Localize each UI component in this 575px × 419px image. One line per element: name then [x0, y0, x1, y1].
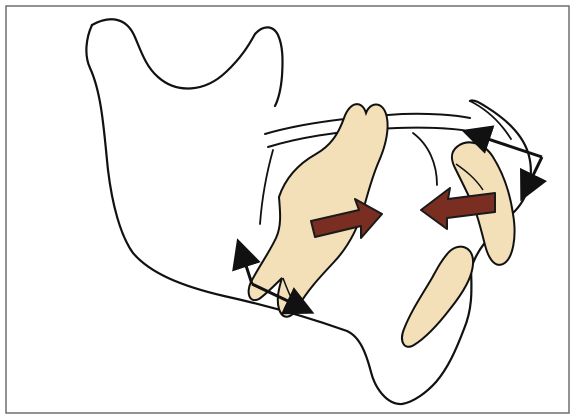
diagram-canvas — [0, 0, 575, 419]
mandible-tooth-movement-diagram — [0, 0, 575, 419]
